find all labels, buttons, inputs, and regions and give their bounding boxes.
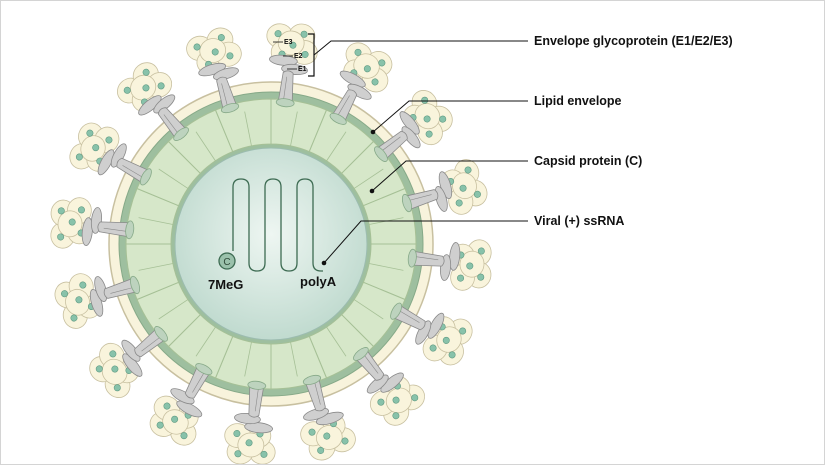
spike-stem [157,107,189,141]
glycoprotein-spike [149,388,203,446]
spike-stem [302,374,326,412]
glycoprotein-spike [69,122,127,176]
spike-stem [97,220,135,240]
spike-stem [407,248,445,268]
glycoprotein-spike [266,23,318,76]
envelope-label: Lipid envelope [534,94,622,108]
cap-symbol: C [223,257,230,268]
glycoprotein-spike [399,90,453,149]
glycoprotein-spike [50,197,103,249]
rna-core [174,147,368,341]
rna-label: Viral (+) ssRNA [534,214,624,228]
spike-stem [116,157,152,186]
glycoprotein-label: Envelope glycoprotein (E1/E2/E3) [534,34,733,48]
glycoprotein-spikes [50,23,492,464]
glycoprotein-spike [439,239,492,291]
e3-label: E3 [284,39,293,46]
e1-label: E1 [298,66,307,73]
spike-stem [329,89,358,125]
glycoprotein-spike [117,62,176,116]
spike-stem [184,363,213,399]
spike-stem [216,76,240,114]
spike-stem [401,189,439,213]
spike-stem [134,326,168,358]
cap-label: 7MeG [208,277,243,292]
spike-stems [97,70,445,418]
glycoprotein-spike [54,273,108,329]
polya-label: polyA [300,274,337,289]
glycoprotein-spike [415,312,473,366]
spike-stem [390,302,426,331]
e2-label: E2 [294,53,303,60]
leader-lines [313,40,528,264]
glycoprotein-spike [300,407,356,461]
glycoprotein-leader [313,40,528,56]
spike-stem [247,380,267,418]
spike-stem [353,347,385,381]
glycoprotein-spike [224,412,276,464]
glycoprotein-spike [434,159,488,215]
glycoprotein-spike [186,27,242,81]
leader-dots [321,129,376,266]
rna-leader [323,220,528,264]
rna-strand [232,178,323,272]
capsid-leader [371,160,528,192]
five-prime-cap-icon [218,252,236,270]
glycoprotein-spike [366,372,425,426]
spike-stem [103,275,141,299]
capsid-label: Capsid protein (C) [534,154,642,168]
spike-stem [275,70,295,108]
spike-stem [374,130,408,162]
glycoprotein-spike [89,339,143,398]
envelope-leader [372,100,528,133]
glycoprotein-spike [339,42,393,100]
